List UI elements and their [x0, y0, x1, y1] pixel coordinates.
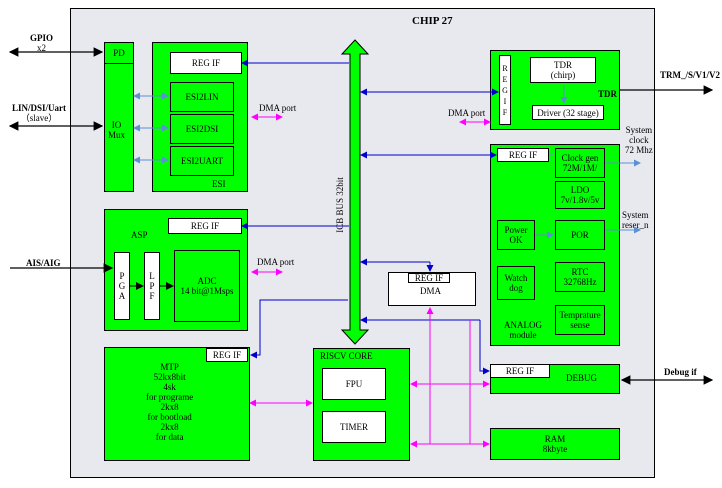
esi-regif: REG IF — [170, 52, 242, 74]
trm-label: TRM_/S/V1/V2 — [660, 70, 721, 80]
lin-label: LIN/DSI/Uart（slave） — [12, 103, 67, 123]
chip-title: CHIP 27 — [412, 15, 453, 27]
dma-block — [388, 272, 476, 306]
dma-regif: REG IF — [408, 273, 450, 283]
debug-regif: REG IF — [490, 364, 550, 378]
analog-regif: REG IF — [497, 148, 549, 162]
tdr-chirp: TDR(chirp) — [530, 57, 596, 83]
esi2dsi-block: ESI2DSI — [170, 114, 234, 144]
pd-label-box: PD — [104, 42, 134, 64]
debug-if-label: Debug if — [664, 367, 697, 377]
mtp-block — [104, 347, 250, 461]
mtp-regif: REG IF — [206, 348, 248, 362]
esi2lin-block: ESI2LIN — [170, 82, 234, 112]
tdr-label: TDR — [598, 89, 618, 99]
debug-label: DEBUG — [566, 373, 597, 383]
pd-block — [104, 42, 134, 192]
dma-port-tdr-label: DMA port — [448, 108, 486, 118]
timer-block: TIMER — [322, 411, 386, 443]
asp-label: ASP — [131, 230, 148, 240]
icb-bus-arrow — [340, 39, 370, 345]
dma-port-esi-label: DMA port — [259, 103, 297, 113]
riscv-label: RISCV CORE — [320, 351, 373, 361]
esi2uart-block: ESI2UART — [170, 146, 234, 176]
dma-label: DMA — [420, 286, 442, 296]
dma-port-asp-label: DMA port — [257, 257, 295, 267]
esi-label: ESI — [212, 179, 226, 189]
ais-label: AIS/AIG — [26, 258, 61, 268]
por-block: POR — [555, 220, 605, 250]
driver-block: Driver (32 stage) — [532, 105, 604, 120]
fpu-block: FPU — [322, 368, 386, 400]
